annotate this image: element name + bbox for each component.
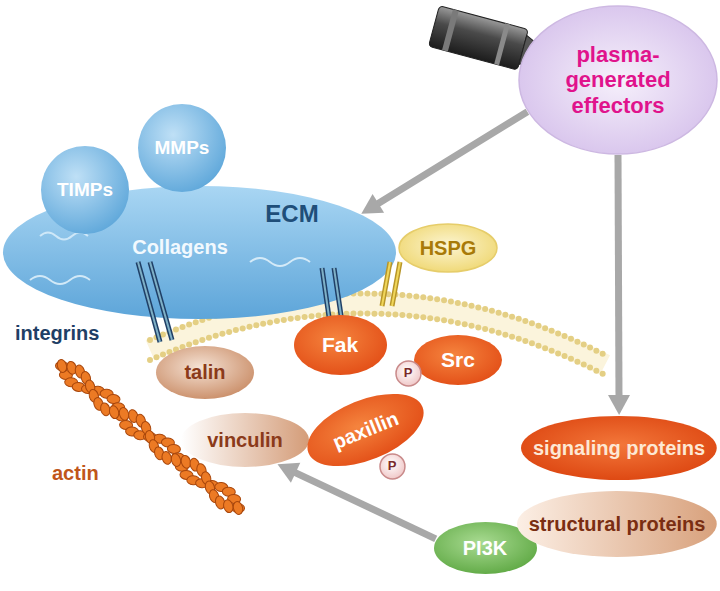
actin-bead (108, 405, 120, 420)
protein-ellipse: HSPG (398, 223, 498, 273)
node-shape (294, 315, 387, 375)
protein-ellipse: Fak (293, 314, 388, 376)
effector-ellipse: plasma-generated effectors (518, 5, 718, 155)
protein-ellipse: Src (413, 334, 503, 386)
integrin-chain (322, 268, 330, 324)
hspg-chain (382, 262, 390, 306)
collagen-fibril (40, 233, 88, 240)
node-label: plasma-generated effectors (554, 42, 682, 118)
arrow-head (608, 395, 630, 415)
integrin-chain (150, 262, 172, 340)
node-label: P (404, 366, 413, 381)
connector-line (618, 155, 619, 399)
integrin-chain (334, 268, 342, 322)
connector-line (375, 112, 528, 206)
arrow-head (278, 463, 301, 483)
integrin-chain (322, 268, 330, 324)
protein-ellipse: talin (155, 345, 255, 400)
node-shape (396, 361, 421, 386)
device-body (429, 6, 529, 70)
integrin-chain (150, 262, 172, 340)
protein-group-ellipse: signaling proteins (520, 415, 718, 481)
node-shape (297, 379, 434, 481)
node-label: Src (441, 348, 475, 372)
integrin-symbol (138, 262, 172, 342)
node-label: HSPG (420, 237, 477, 260)
actin-bead (56, 359, 68, 374)
protein-ellipse: vinculin (180, 412, 310, 468)
node-shape (521, 416, 717, 480)
protein-group-ellipse: structural proteins (516, 490, 718, 558)
node-label: structural proteins (529, 513, 706, 536)
node-label: vinculin (207, 429, 283, 452)
phosphate-circle: P (395, 360, 422, 387)
node-label: Fak (322, 333, 358, 357)
node-shape (380, 454, 405, 479)
node-label: MMPs (155, 137, 210, 159)
device-ring (494, 23, 510, 65)
node-shape (517, 491, 717, 557)
arrow-head (361, 194, 384, 214)
actin-label: actin (52, 462, 99, 485)
node-shape (399, 224, 497, 272)
node-shape (138, 104, 226, 192)
node-label: signaling proteins (533, 437, 705, 460)
node-label: Collagens (132, 236, 228, 259)
device-ring (442, 9, 459, 51)
node-shape (181, 413, 309, 467)
node-label: ECM (265, 200, 318, 228)
node-label: talin (184, 361, 225, 384)
integrin-chain (334, 268, 342, 322)
hspg-chain (382, 262, 390, 306)
protein-circle: MMPs (137, 103, 227, 193)
node-shape (414, 335, 502, 385)
effect-arrow (608, 155, 630, 415)
integrin-chain (138, 262, 160, 342)
node-shape (156, 346, 254, 399)
node-shape (41, 146, 129, 234)
actin-bead (170, 453, 182, 468)
node-label: P (388, 459, 397, 474)
node-label: TIMPs (57, 179, 113, 201)
hspg-chain (392, 262, 400, 306)
effect-arrow (278, 463, 436, 539)
actin-bead (167, 444, 181, 454)
actin-bead (222, 499, 234, 514)
collagen-fibril (30, 276, 90, 284)
protein-circle: TIMPs (40, 145, 130, 235)
effect-arrow (361, 112, 527, 214)
collagen-fibril (250, 258, 310, 266)
node-shape (519, 6, 717, 154)
actin-bead (232, 501, 244, 516)
integrin-chain (138, 262, 160, 342)
node-label: PI3K (463, 537, 507, 560)
protein-ellipse: paxillin (295, 378, 434, 482)
integrin-label: integrins (15, 322, 99, 345)
hspg-chain (392, 262, 400, 306)
connector-line (292, 471, 436, 539)
phosphate-circle: P (379, 453, 406, 480)
hspg-stem (382, 262, 400, 306)
